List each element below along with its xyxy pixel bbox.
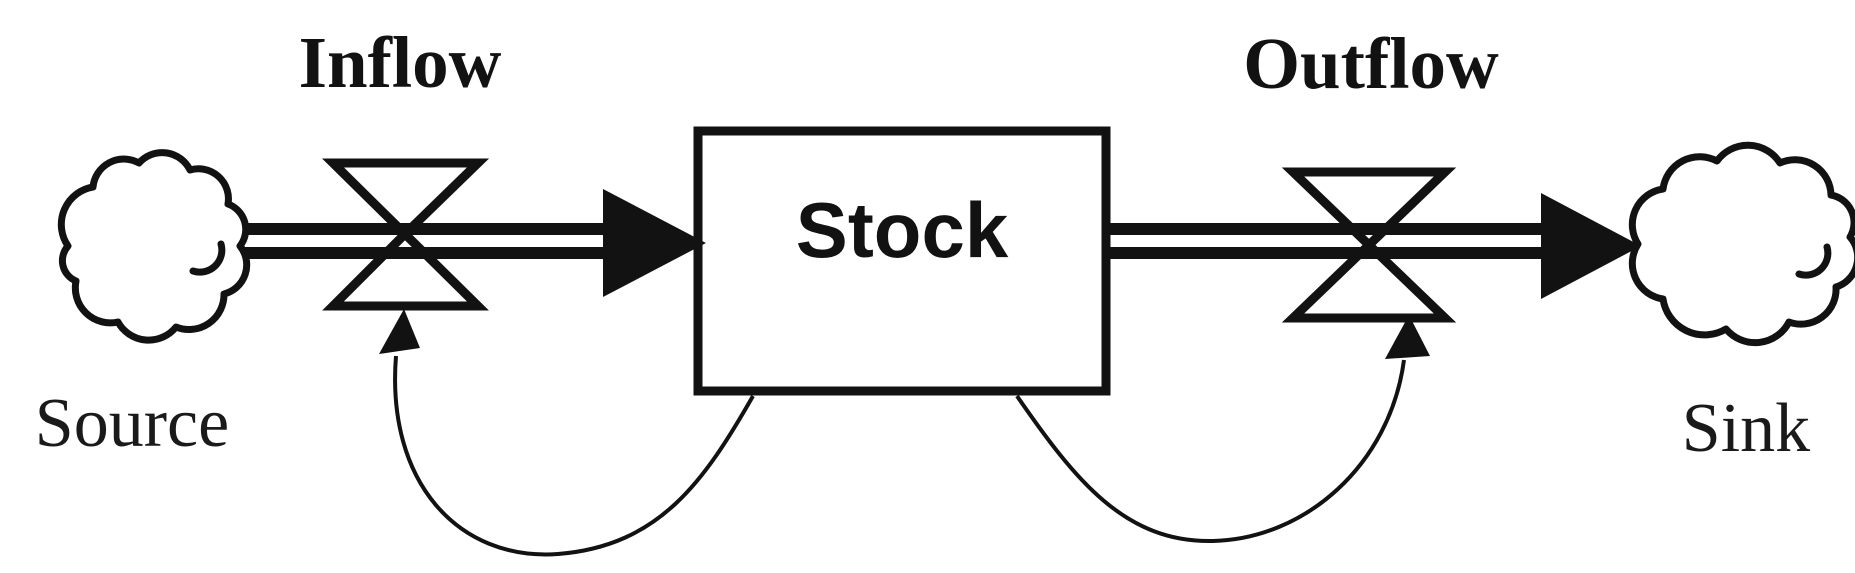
sink-cloud-curl: [1795, 243, 1832, 279]
sink-cloud-icon: [1628, 141, 1855, 347]
outflow-valve-top-triangle: [1281, 167, 1457, 252]
feedback-arrowhead-outflow-icon: [1385, 315, 1430, 359]
outflow-label: Outflow: [1243, 23, 1499, 104]
outflow-valve-icon: [1281, 167, 1457, 323]
inflow-valve-icon: [322, 158, 490, 311]
sink-cloud-outline: [1628, 141, 1855, 347]
stock-box: [693, 126, 1111, 396]
sink-label: Sink: [1682, 390, 1810, 467]
feedback-link-inflow: [379, 309, 755, 557]
outflow-valve-bottom-triangle: [1281, 238, 1457, 323]
outflow-arrowhead-icon: [1541, 193, 1641, 299]
inflow-pipe: [228, 223, 612, 259]
inflow-label: Inflow: [299, 22, 502, 103]
source-cloud-curl: [189, 240, 226, 276]
outflow-pipe: [1103, 223, 1548, 259]
feedback-arc-outflow: [1015, 359, 1406, 544]
inflow-arrowhead-icon: [603, 189, 706, 297]
feedback-link-outflow: [1015, 315, 1430, 544]
source-label: Source: [35, 385, 229, 462]
source-cloud-icon: [57, 149, 251, 344]
feedback-arc-inflow: [393, 355, 755, 557]
feedback-arrowhead-inflow-icon: [379, 309, 420, 354]
stock-label: Stock: [796, 186, 1009, 274]
source-cloud-outline: [57, 149, 251, 344]
inflow-valve-top-triangle: [322, 158, 490, 241]
inflow-valve-bottom-triangle: [322, 227, 489, 311]
